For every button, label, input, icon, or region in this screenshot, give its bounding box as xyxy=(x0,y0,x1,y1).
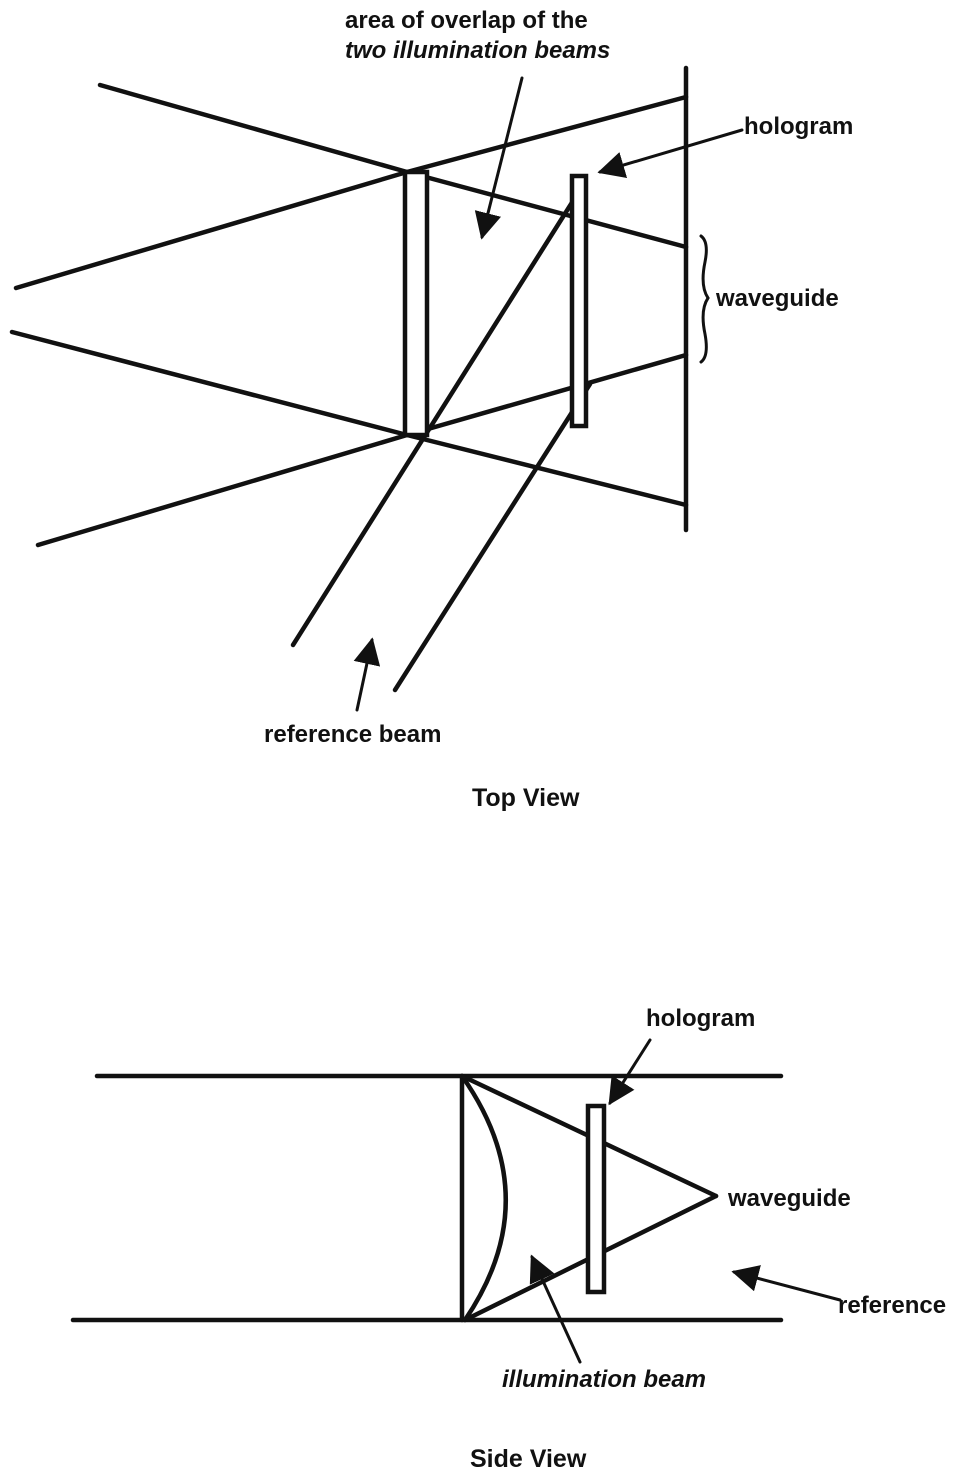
side-reference-label: reference xyxy=(838,1292,946,1319)
side-lens-curve xyxy=(459,1073,508,1323)
top-overlap-annotation-line1: area of overlap of the xyxy=(345,7,588,34)
top-waveguide-label: waveguide xyxy=(715,285,839,312)
top-beam-b-outgoing xyxy=(404,94,689,175)
side-view-title: Side View xyxy=(470,1445,587,1473)
top-reference-beam-label: reference beam xyxy=(264,721,441,748)
top-beam-a-incoming xyxy=(97,82,410,175)
side-illumination-beam-label: illumination beam xyxy=(502,1366,706,1393)
top-reference-beam-right xyxy=(392,381,593,693)
top-overlap-arrow xyxy=(474,76,524,240)
top-hologram-label: hologram xyxy=(744,113,853,140)
top-beam-b-lower-outgoing xyxy=(404,352,689,438)
side-waveguide-label: waveguide xyxy=(727,1185,851,1212)
top-hologram-plate xyxy=(569,173,589,429)
top-hologram-arrow xyxy=(597,128,744,179)
side-hologram-plate xyxy=(585,1103,607,1295)
top-waveguide-brace xyxy=(699,234,710,364)
top-overlap-annotation-line2: two illumination beams xyxy=(345,37,610,64)
side-reference-arrow xyxy=(731,1265,842,1302)
side-view: hologram waveguide reference illuminatio… xyxy=(70,1005,946,1473)
top-view: area of overlap of the two illumination … xyxy=(9,7,853,812)
side-illumination-arrow xyxy=(529,1254,582,1364)
top-beam-b-lower-incoming xyxy=(35,432,410,548)
top-beam-a-lower-outgoing xyxy=(404,432,689,508)
top-lens xyxy=(402,169,430,438)
side-hologram-arrow xyxy=(608,1038,652,1106)
top-view-title: Top View xyxy=(472,784,580,812)
top-reference-arrow xyxy=(353,637,381,712)
top-beam-a-outgoing xyxy=(404,169,689,250)
top-reference-beam-left xyxy=(290,190,581,648)
top-beam-b-incoming xyxy=(13,169,410,291)
top-beam-a-lower-incoming xyxy=(9,329,410,438)
side-hologram-label: hologram xyxy=(646,1005,755,1032)
